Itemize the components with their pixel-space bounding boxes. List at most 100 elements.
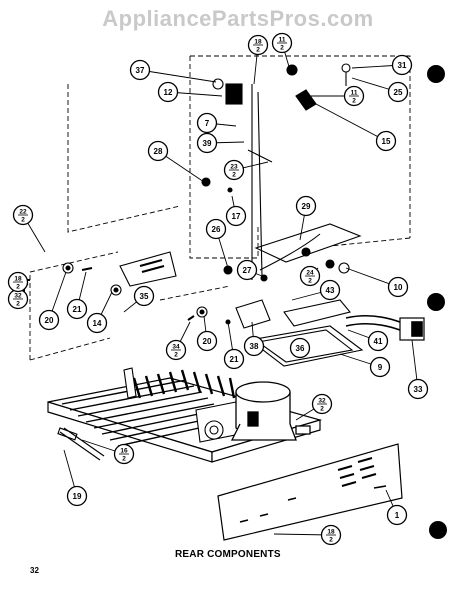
callout-bubble [387, 276, 409, 298]
callout-number: 41 [374, 337, 383, 346]
callout-9: 9 [339, 353, 391, 378]
callout-number: 32 [14, 293, 22, 300]
callout-quantity: 2 [174, 352, 178, 359]
power-cord [345, 314, 425, 341]
callout-18-2-bottom: 182 [273, 524, 342, 546]
refrigerant-tubing [247, 84, 321, 280]
callout-bubble [369, 356, 391, 378]
callout-20-mid: 20 [196, 315, 218, 352]
callout-bubble [387, 81, 409, 103]
callout-number: 9 [378, 363, 383, 372]
callout-number: 21 [230, 355, 239, 364]
callout-number: 43 [326, 286, 335, 295]
callout-leader-line [139, 69, 217, 83]
callout-1: 1 [385, 489, 408, 526]
callout-bubble [391, 54, 413, 76]
callout-number: 33 [414, 385, 423, 394]
callout-bubble [147, 140, 169, 162]
callout-number: 22 [19, 209, 27, 216]
callout-number: 28 [154, 147, 163, 156]
callout-38: 38 [243, 321, 265, 357]
callout-bubble [295, 195, 317, 217]
callout-34-2: 342 [165, 321, 191, 361]
callout-24-2: 242 [299, 265, 321, 287]
callout-number: 23 [230, 164, 238, 171]
callout-layer: 3712182112312511271539282321722229262422… [7, 32, 429, 546]
callout-20-left: 20 [38, 271, 67, 331]
callout-number: 18 [14, 276, 22, 283]
cabinet-outline [29, 55, 411, 361]
callout-number: 32 [318, 398, 326, 405]
callout-number: 18 [327, 529, 335, 536]
watermark: AppliancePartsPros.com [102, 6, 374, 31]
callout-7: 7 [196, 112, 237, 134]
callout-bubble [196, 330, 218, 352]
callout-41: 41 [347, 329, 389, 352]
page-number: 32 [30, 566, 39, 575]
callout-bubble [66, 485, 88, 507]
callout-bubble [196, 132, 218, 154]
callout-quantity: 2 [21, 217, 25, 224]
callout-23-2-mid: 232 [223, 159, 269, 181]
callout-quantity: 2 [352, 98, 356, 105]
callout-32-2-bottom: 322 [295, 393, 333, 421]
callout-number: 11 [279, 37, 286, 44]
callout-number: 37 [136, 66, 145, 75]
callout-bubble [367, 330, 389, 352]
callout-37: 37 [129, 59, 217, 83]
callout-bubble [319, 279, 341, 301]
callout-quantity: 2 [320, 406, 324, 413]
callout-bubble [289, 337, 311, 359]
callout-number: 26 [212, 225, 221, 234]
callout-11-2-right: 112 [306, 85, 365, 107]
callout-bubble [86, 312, 108, 334]
fan-bracket [123, 367, 241, 443]
callout-number: 20 [45, 316, 54, 325]
callout-bubble [66, 298, 88, 320]
callout-bubble [157, 81, 179, 103]
callout-number: 15 [382, 137, 391, 146]
callout-bubble [205, 218, 227, 240]
callout-21-left: 21 [66, 271, 88, 320]
callout-bubble [243, 335, 265, 357]
callout-21-mid: 21 [223, 321, 245, 370]
callout-15: 15 [315, 103, 397, 152]
binding-hole-middle [427, 293, 445, 311]
callout-bubble [236, 259, 258, 281]
callout-22-2-left: 222 [12, 204, 46, 253]
callout-bubble [129, 59, 151, 81]
callout-17: 17 [225, 195, 247, 227]
callout-39: 39 [196, 132, 245, 154]
callout-31: 31 [351, 54, 413, 76]
hardware [22, 63, 351, 461]
callout-14: 14 [86, 291, 113, 334]
heater-tube [235, 299, 351, 329]
callout-number: 36 [296, 344, 305, 353]
callout-number: 39 [203, 139, 212, 148]
callout-12: 12 [157, 81, 223, 103]
callout-number: 10 [394, 283, 403, 292]
callout-number: 18 [254, 39, 262, 46]
callout-number: 27 [243, 266, 252, 275]
callout-27: 27 [236, 259, 263, 281]
callout-number: 24 [306, 270, 314, 277]
callout-quantity: 2 [280, 45, 284, 52]
callout-quantity: 2 [232, 172, 236, 179]
binding-hole-top [427, 65, 445, 83]
rear-access-panel [217, 443, 403, 541]
callout-36: 36 [289, 337, 311, 359]
callout-number: 16 [120, 448, 128, 455]
callout-25: 25 [351, 77, 409, 103]
callout-number: 29 [302, 202, 311, 211]
callout-bubble [386, 504, 408, 526]
callout-16-2: 162 [81, 439, 135, 465]
callout-quantity: 2 [16, 301, 20, 308]
binding-hole-bottom [429, 521, 447, 539]
callout-35: 35 [123, 285, 155, 313]
callout-number: 21 [73, 305, 82, 314]
callout-bubble [407, 378, 429, 400]
callout-bubble [375, 130, 397, 152]
callout-43: 43 [291, 279, 341, 301]
